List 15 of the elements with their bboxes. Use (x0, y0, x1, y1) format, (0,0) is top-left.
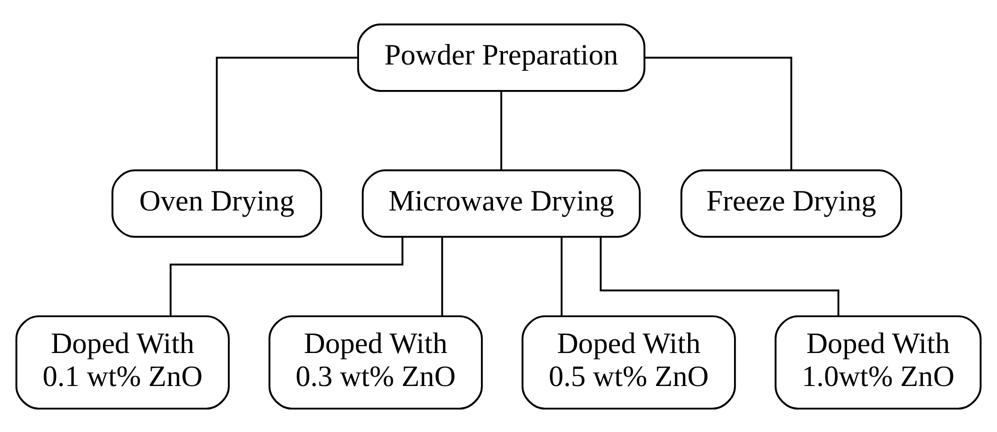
node-box: Doped With 0.1 wt% ZnO (15, 314, 230, 410)
node-box: Microwave Drying (362, 168, 641, 238)
connector (216, 56, 358, 170)
connector (560, 236, 563, 316)
node-box: Doped With 0.5 wt% ZnO (522, 314, 736, 410)
connector (644, 56, 792, 170)
connector (170, 236, 404, 316)
node-box: Doped With 1.0wt% ZnO (774, 314, 982, 410)
connector (500, 90, 502, 170)
connector (600, 236, 840, 316)
node-box: Oven Drying (112, 168, 322, 238)
connector (441, 236, 444, 316)
node-box: Doped With 0.3 wt% ZnO (268, 314, 483, 410)
node-box: Freeze Drying (680, 168, 902, 238)
node-box: Powder Preparation (357, 22, 646, 92)
